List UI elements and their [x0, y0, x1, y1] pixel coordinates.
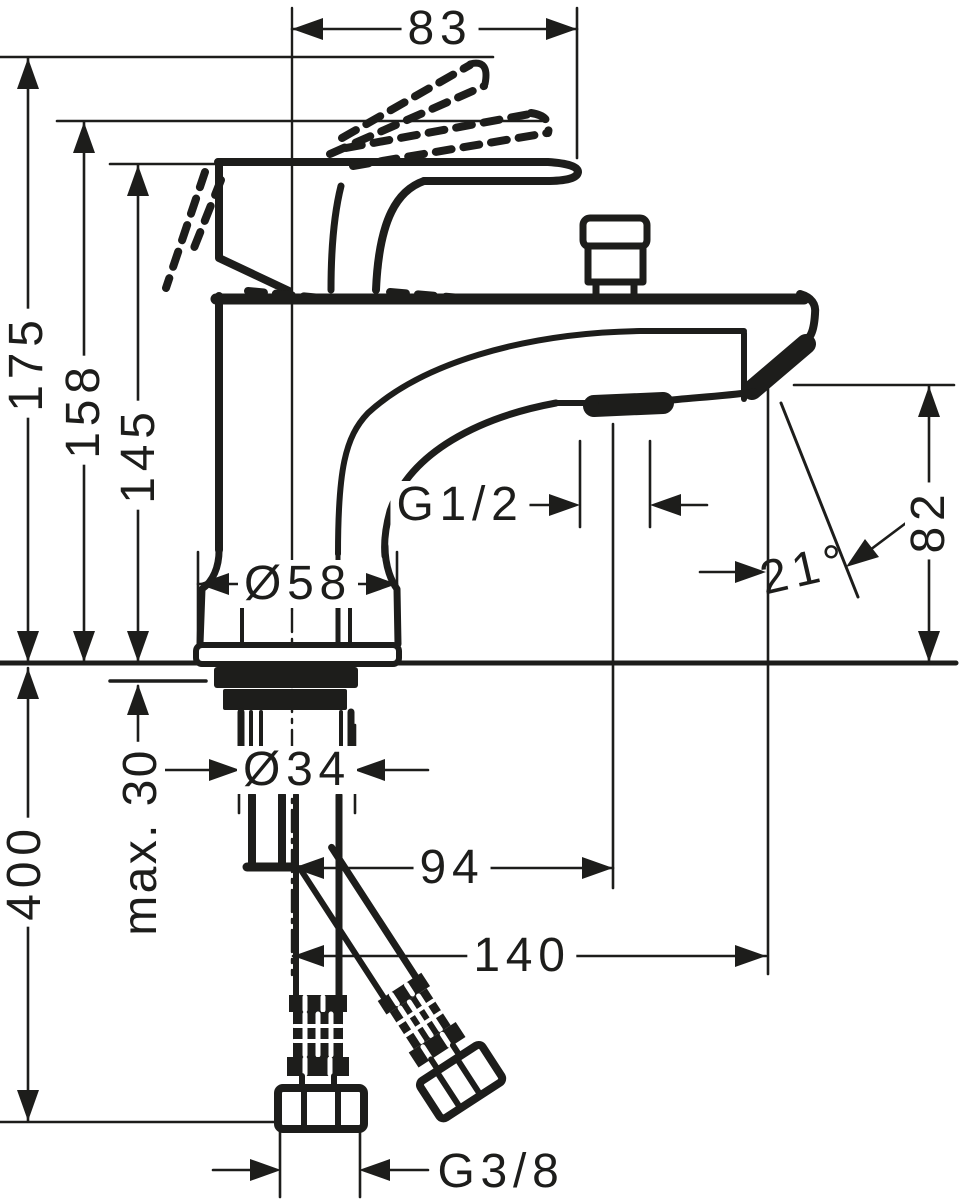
- faucet-body: [193, 290, 820, 667]
- dimension-lines: [26, 27, 931, 1172]
- dim-outlet-thread-label: G1/2: [390, 481, 530, 529]
- dimension-arrowheads: [17, 18, 940, 1181]
- dim-base-diameter-label: Ø58: [237, 560, 359, 608]
- spout-angle-line: [779, 401, 860, 599]
- shower-outlet: [583, 392, 674, 417]
- dim-deck-thickness-label: max. 30: [114, 742, 167, 942]
- dim-hose-length-label: 400: [0, 817, 51, 927]
- handle-block: [215, 158, 293, 295]
- dim-spout-height-label: 82: [902, 482, 955, 560]
- supply-hose-vertical: [274, 791, 368, 1133]
- dim-handle-height-label: 158: [57, 355, 110, 465]
- faucet-handle: [214, 158, 582, 295]
- spout-tip-face: [742, 334, 816, 400]
- dim-supply-thread-label: G3/8: [431, 1148, 571, 1196]
- dim-total-height-label: 175: [0, 308, 53, 418]
- supply-hose-angled: [296, 843, 507, 1123]
- hose-hex-nut: [274, 1084, 368, 1133]
- mounting-nut: [223, 689, 347, 710]
- dim-shank-diameter-label: Ø34: [236, 746, 358, 794]
- dim-spout-reach-label: 140: [467, 932, 577, 980]
- hose-hex-nut: [415, 1040, 507, 1123]
- escutcheon-plate: [193, 642, 402, 667]
- washer: [214, 667, 358, 688]
- dim-outlet-offset-label: 94: [413, 844, 491, 892]
- dim-handle-width-label: 83: [401, 5, 479, 53]
- handle-lever: [214, 158, 582, 185]
- mounting-hardware: [214, 667, 358, 872]
- diverter-knob: [579, 214, 651, 301]
- dim-body-height-label: 145: [112, 400, 165, 510]
